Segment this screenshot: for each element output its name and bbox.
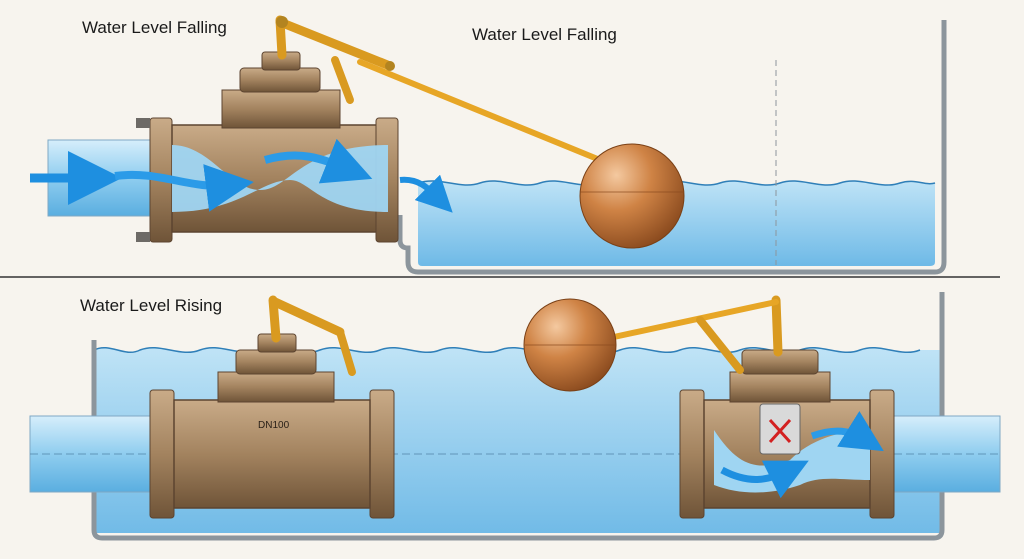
- tank-wall-bottom: [91, 292, 945, 541]
- valve-bonnet-top: [221, 89, 341, 129]
- top-scene: [30, 15, 947, 275]
- blocked-x-icon: [768, 418, 792, 444]
- label-water-level-falling-right: Water Level Falling: [472, 25, 617, 44]
- bottom-scene: DN100: [29, 292, 1001, 541]
- label-water-level-falling-left: Water Level Falling: [82, 18, 227, 37]
- valve-size-label: DN100: [258, 420, 290, 431]
- water-surface-top: [417, 180, 936, 186]
- float-ball-top: [579, 143, 685, 249]
- flow-arrow-icon: [720, 411, 884, 499]
- right-valve-cutaway: [597, 295, 895, 519]
- left-valve-closed: DN100: [149, 295, 395, 519]
- flow-arrow-icon: [30, 138, 453, 213]
- label-water-level-rising: Water Level Rising: [80, 296, 223, 315]
- tank-wall-top: [397, 20, 947, 275]
- pipe-left-bottom: [29, 415, 171, 493]
